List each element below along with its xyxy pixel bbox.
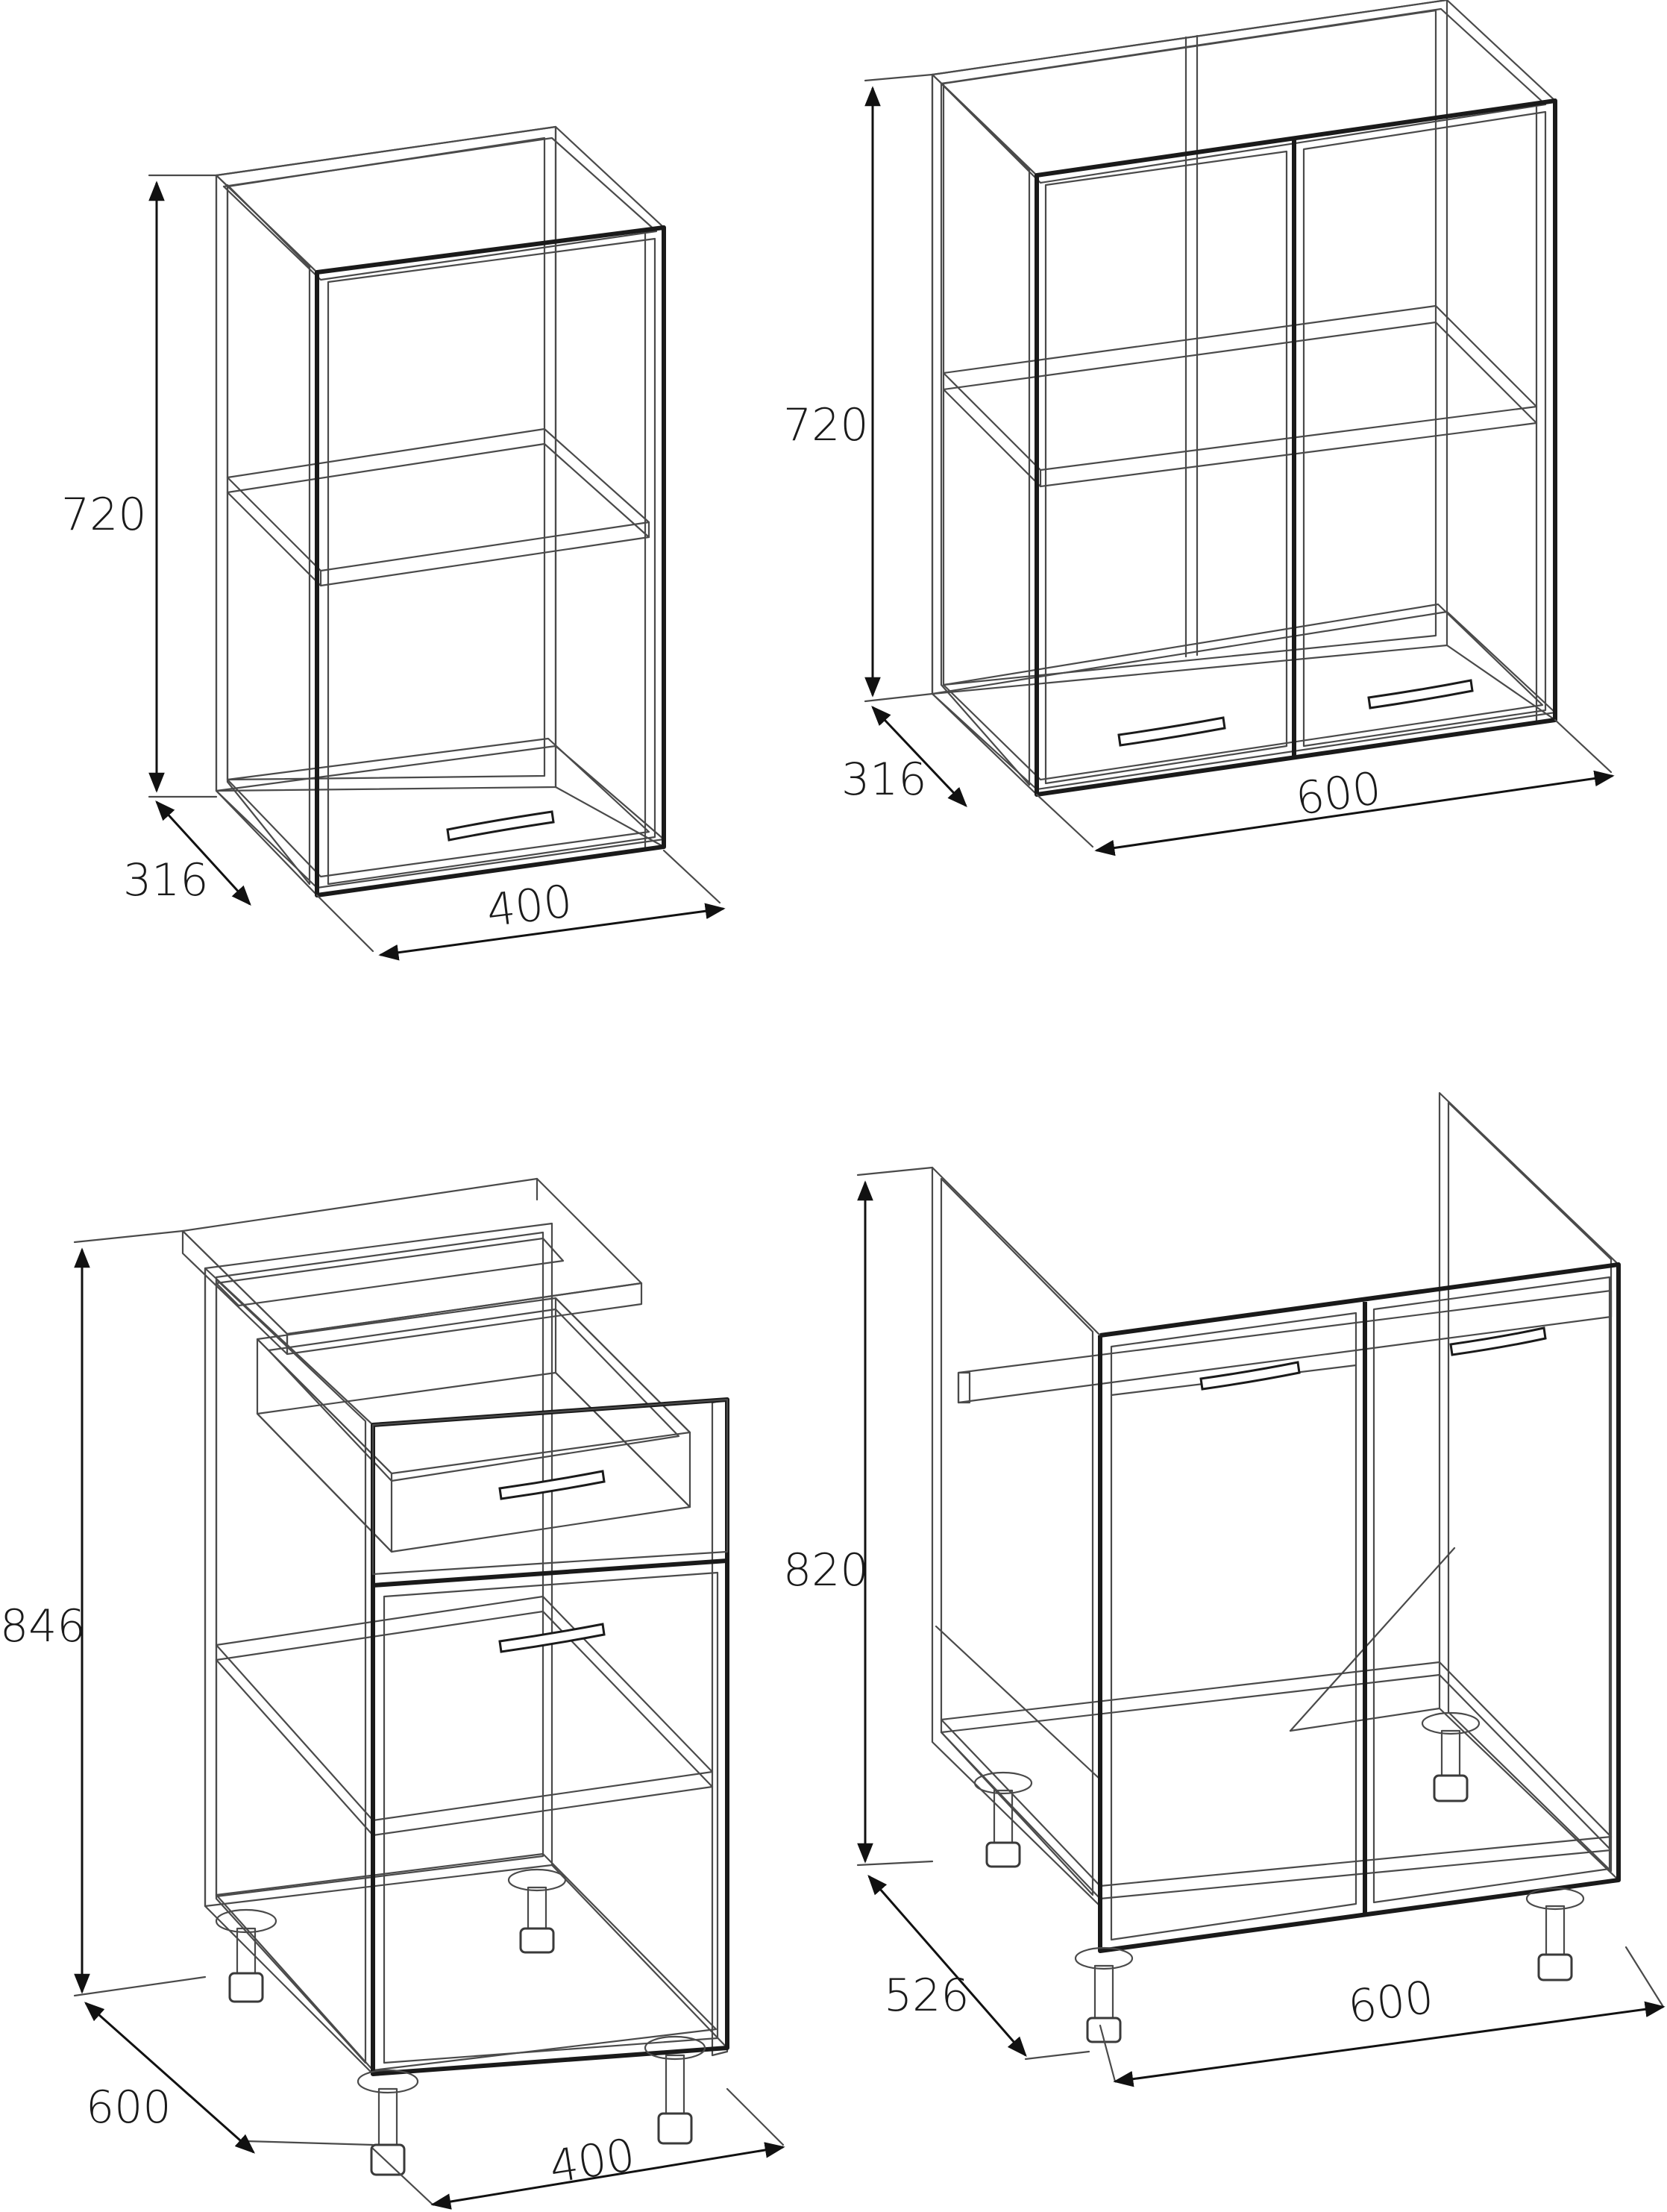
dimension-depth: 316 [123,800,251,906]
dim-depth-label: 526 [884,1970,970,2022]
cabinet-legs [215,1868,706,2176]
cabinet-door [315,225,666,897]
dimension-height: 720 [61,174,218,798]
cabinet-body-wireframe [215,125,665,897]
dimension-height: 720 [783,73,934,703]
dimension-height: 846 [0,1229,207,1997]
leg [973,1771,1033,1868]
leg [1074,1946,1134,2043]
dimension-depth: 316 [841,706,967,807]
door-handle-right [1449,1326,1547,1356]
dim-height-label: 720 [783,399,869,451]
door-handle [498,1623,606,1653]
cabinet-legs [973,1711,1585,2043]
dim-depth-label: 316 [841,753,927,806]
cabinet-doors [1035,98,1557,797]
dimension-width: 600 [1035,718,1615,856]
dim-height-label: 720 [61,489,147,541]
dim-width-label: 400 [484,875,575,937]
sink-base-cabinet-600: 820 526 600 [783,1091,1666,2087]
door-handle-left [1117,716,1226,747]
leg [507,1868,567,1954]
dimension-height: 820 [783,1166,934,1867]
dim-depth-label: 316 [123,854,209,906]
drawer-box [256,1297,691,1553]
cabinet-body-wireframe [931,0,1557,796]
cabinet-doors [1098,1262,1621,1953]
leg [215,1908,277,2003]
dimension-depth: 600 [84,2002,374,2154]
dim-depth-label: 600 [86,2081,172,2134]
dimension-width: 400 [371,2087,785,2210]
dimension-width: 400 [315,849,726,961]
wall-cabinet-400: 720 316 400 [61,125,726,961]
dim-height-label: 846 [0,1600,86,1652]
dim-width-label: 600 [1346,1972,1437,2034]
leg [1525,1887,1585,1981]
base-cabinet-400-drawer: 846 600 400 [0,1177,785,2210]
door-handle-right [1367,679,1474,709]
dimension-width: 600 [1099,1946,1666,2087]
door-handle-left [1199,1361,1301,1391]
wall-cabinet-600: 720 316 600 [783,0,1615,856]
leg [1421,1711,1481,1802]
cabinet-front [371,1397,729,2076]
leg [644,2035,706,2145]
door-handle [446,810,555,842]
dim-width-label: 400 [546,2129,638,2194]
cabinet-body-wireframe [931,1091,1620,1908]
dim-height-label: 820 [783,1544,869,1597]
dimension-depth: 526 [867,1874,1090,2061]
drawer-handle [498,1470,606,1500]
dim-width-label: 600 [1293,762,1384,826]
leg [357,2069,419,2176]
